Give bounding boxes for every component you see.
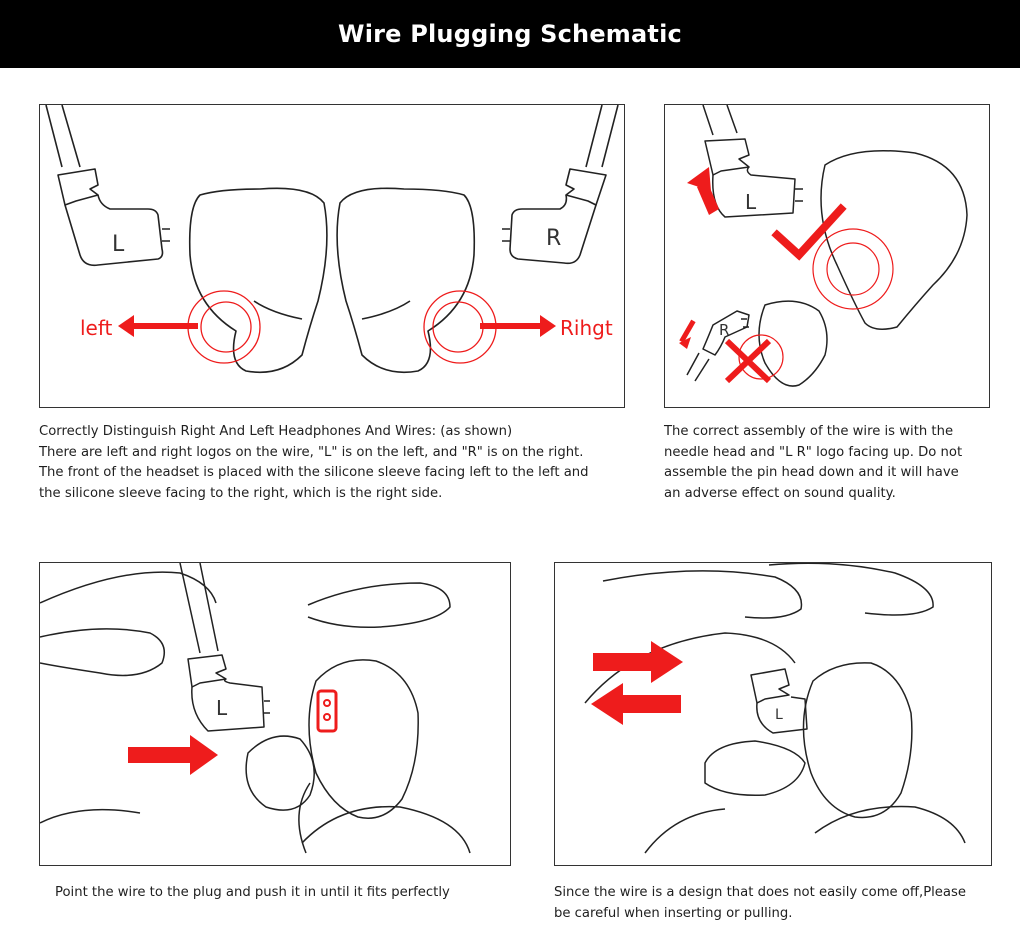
caption-panel-3: Point the wire to the plug and push it i… bbox=[55, 883, 505, 904]
push-arrow-icon bbox=[128, 735, 218, 775]
insert-illustration: L bbox=[40, 563, 471, 854]
right-cable bbox=[585, 105, 619, 168]
right-arrow-icon bbox=[480, 315, 556, 337]
plug-mark-bottom: R bbox=[719, 321, 729, 339]
insert-arrow-icon bbox=[593, 641, 683, 683]
ear-tip bbox=[245, 735, 315, 811]
caption-line: Since the wire is a design that does not… bbox=[554, 885, 966, 900]
caption-panel-1: Correctly Distinguish Right And Left Hea… bbox=[39, 422, 623, 504]
left-label: left bbox=[80, 316, 113, 340]
caption-line: be careful when inserting or pulling. bbox=[554, 905, 793, 921]
caption-line: The front of the headset is placed with … bbox=[39, 465, 589, 480]
right-earpiece bbox=[336, 187, 476, 374]
header-bar: Wire Plugging Schematic bbox=[0, 0, 1020, 68]
panel-orientation: L R bbox=[664, 104, 990, 408]
up-arrow-icon bbox=[687, 167, 719, 215]
panel-left-right: L R left Rihgt bbox=[39, 104, 625, 408]
page-title: Wire Plugging Schematic bbox=[338, 20, 682, 48]
caption-line: an adverse effect on sound quality. bbox=[664, 485, 896, 501]
earpiece-large bbox=[820, 149, 968, 330]
earpiece-small bbox=[758, 300, 828, 387]
left-plug-mark: L bbox=[112, 232, 125, 257]
earpiece bbox=[308, 659, 419, 819]
caption-line: needle head and "L R" logo facing up. Do… bbox=[664, 444, 963, 460]
plug-mark-top: L bbox=[745, 190, 757, 214]
plug-mark: L bbox=[775, 707, 783, 723]
down-arrow-icon bbox=[679, 319, 696, 349]
caption-panel-2: The correct assembly of the wire is with… bbox=[664, 422, 994, 504]
caption-line: assemble the pin head down and it will h… bbox=[664, 465, 959, 480]
socket-icon bbox=[316, 689, 338, 733]
insert-pull-illustration: L bbox=[584, 563, 966, 854]
check-icon bbox=[771, 203, 847, 261]
left-cable bbox=[45, 105, 81, 168]
left-connector bbox=[57, 168, 99, 206]
caption-panel-4: Since the wire is a design that does not… bbox=[554, 883, 1004, 924]
left-earpiece bbox=[188, 187, 328, 374]
panel-insert: L bbox=[39, 562, 511, 866]
right-connector bbox=[565, 168, 607, 206]
caption-line: There are left and right logos on the wi… bbox=[39, 444, 584, 460]
orientation-illustration: L R bbox=[679, 105, 968, 387]
panel-insert-pull: L bbox=[554, 562, 992, 866]
left-arrow-icon bbox=[118, 315, 198, 337]
cross-icon bbox=[724, 338, 772, 384]
right-plug-mark: R bbox=[546, 226, 561, 251]
plug-mark: L bbox=[216, 696, 228, 720]
caption-line: Point the wire to the plug and push it i… bbox=[55, 885, 450, 900]
caption-line: the silicone sleeve facing to the right,… bbox=[39, 485, 443, 501]
pull-arrow-icon bbox=[591, 683, 681, 725]
caption-line: The correct assembly of the wire is with… bbox=[664, 424, 954, 439]
caption-line: Correctly Distinguish Right And Left Hea… bbox=[39, 424, 513, 439]
right-label: Rihgt bbox=[560, 316, 613, 340]
left-right-illustration: L R left Rihgt bbox=[45, 105, 619, 374]
